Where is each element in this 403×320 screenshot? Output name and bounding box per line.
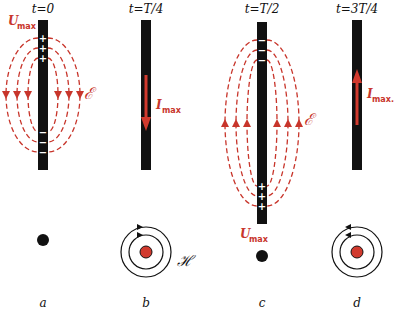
current-symbol: I xyxy=(156,99,162,111)
voltage-subscript: max xyxy=(249,236,268,244)
field-symbol: ℰ xyxy=(304,112,314,128)
voltage-subscript: max xyxy=(17,23,36,31)
charge-signs: +++ xyxy=(257,182,267,212)
charge-signs: −−− xyxy=(38,128,48,158)
magnetic-field-views xyxy=(37,224,382,277)
charge-signs: +++ xyxy=(38,34,48,64)
time-label: t=T/2 xyxy=(245,3,280,15)
panel-letter: b xyxy=(142,297,150,309)
current-subscript: max xyxy=(162,107,181,115)
voltage-symbol: U xyxy=(240,228,250,240)
panel-letter: c xyxy=(259,297,266,309)
antenna-rods xyxy=(38,20,362,224)
field-symbol: ℰ xyxy=(84,86,94,102)
current-subscript: max. xyxy=(372,96,394,104)
time-label: t=0 xyxy=(32,3,55,15)
field-symbol: ℋ xyxy=(177,254,193,269)
charge-signs: −−− xyxy=(257,36,267,66)
panel-letter: a xyxy=(39,297,46,309)
current-symbol: I xyxy=(367,88,373,100)
current-arrows xyxy=(141,69,362,131)
electric-field-lines xyxy=(6,38,299,206)
panel-letter: d xyxy=(353,297,361,309)
time-label: t=T/4 xyxy=(129,3,164,15)
time-label: t=3T/4 xyxy=(336,3,378,15)
voltage-symbol: U xyxy=(8,15,18,27)
